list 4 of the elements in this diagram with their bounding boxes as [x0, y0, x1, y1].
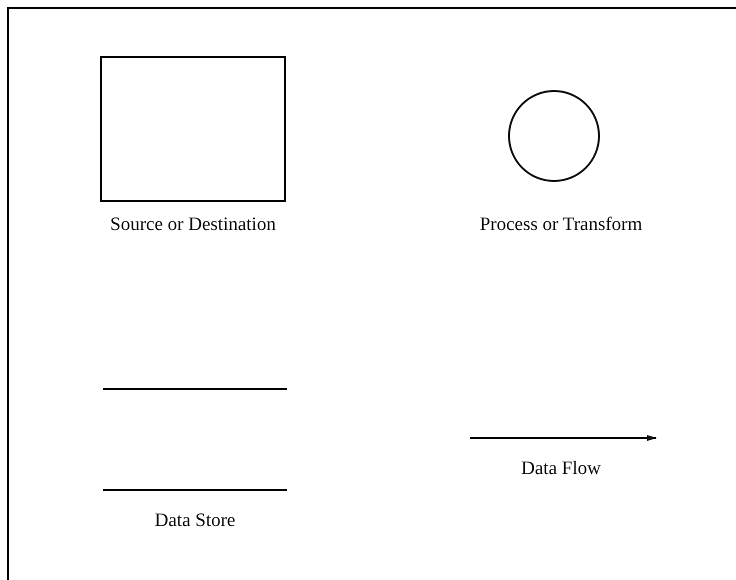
symbol-caption: Source or Destination [110, 214, 276, 236]
symbol-caption: Data Flow [521, 458, 601, 480]
symbol-caption: Data Store [154, 510, 236, 532]
symbol-caption: Process or Transform [480, 214, 642, 236]
